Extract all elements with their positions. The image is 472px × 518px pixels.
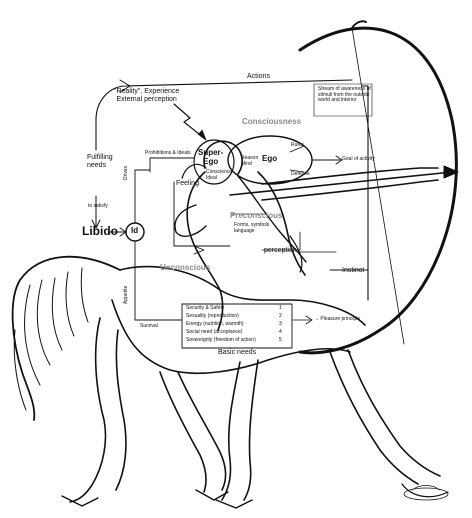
super-ego-sub: Conscience Ideal — [206, 169, 233, 181]
super-ego-circle — [193, 139, 235, 185]
unconscious-label: Unconscious — [160, 263, 211, 272]
archer-torso — [186, 171, 224, 331]
horse-body — [119, 265, 366, 326]
archer-head — [203, 140, 243, 175]
drive-b-label: Appetite — [123, 285, 129, 304]
consciousness-note-box — [313, 83, 373, 117]
need-number: 5 — [279, 337, 282, 343]
horse-rear-leg-left — [69, 317, 107, 503]
basic-needs-box — [181, 303, 293, 349]
fulfilling-needs-label: Fulfilling needs — [87, 154, 113, 169]
actions-arrow-line — [95, 79, 353, 151]
survival-label: Survival — [140, 323, 158, 329]
horse-front-leg-left — [221, 361, 241, 501]
need-number: 3 — [279, 321, 282, 327]
ego-arrow-top: Rules — [291, 142, 304, 148]
need-number: 2 — [279, 313, 282, 319]
consciousness-label: Consciousness — [242, 117, 302, 126]
prohibitions-label: Prohibitions & Ideals — [145, 150, 191, 156]
perception-label: perception — [264, 247, 297, 254]
basic-needs-label: Basic needs — [218, 349, 257, 356]
need-item: Security & Safety — [186, 305, 225, 311]
ego-arrow-bottom: Defense — [291, 171, 310, 177]
libido-label: Libido — [82, 224, 118, 238]
to-satisfy-label: to satisfy — [88, 203, 108, 209]
reality-label: "Reality", Experience External perceptio… — [114, 88, 180, 103]
id-label: Id — [131, 226, 139, 235]
actions-label: Actions — [247, 73, 270, 80]
reality-lightning — [173, 103, 205, 139]
need-item: Energy (nutrition, warmth) — [186, 321, 244, 327]
preconscious-sub: Forms, symbols language — [234, 222, 270, 234]
ego-sub: Reason Mind — [241, 155, 259, 167]
need-item: Social need (acceptance) — [186, 329, 243, 335]
feeling-bracket — [173, 181, 231, 247]
feeling-label: Feeling — [176, 180, 199, 187]
pleasure-principle-label: → Pleasure principle — [314, 316, 361, 322]
bow-arm — [261, 167, 439, 185]
instinct-label: Instinct — [342, 267, 365, 274]
id-to-needs-line — [134, 241, 183, 321]
need-number: 4 — [279, 329, 282, 335]
consciousness-note: Stream of awareness of stimuli from the … — [318, 86, 371, 103]
drive-a-label: Drives — [123, 165, 129, 180]
horse-tail — [11, 255, 121, 421]
super-ego-label: Super- Ego — [198, 148, 224, 166]
need-number: 1 — [279, 305, 282, 311]
preconscious-label: Preconscious — [230, 211, 283, 220]
hoof-splash — [403, 487, 449, 501]
goal-label: Goal of activity — [342, 156, 375, 162]
need-item: Sovereignty (freedom of action) — [186, 337, 256, 343]
bow-string — [351, 27, 405, 345]
horse-front-leg-right — [329, 351, 419, 485]
ego-label: Ego — [262, 154, 278, 163]
need-item: Sexuality (reproduction) — [186, 313, 239, 319]
arrow — [229, 171, 453, 196]
horse-rear-leg-right — [159, 371, 207, 493]
bow — [298, 26, 458, 355]
